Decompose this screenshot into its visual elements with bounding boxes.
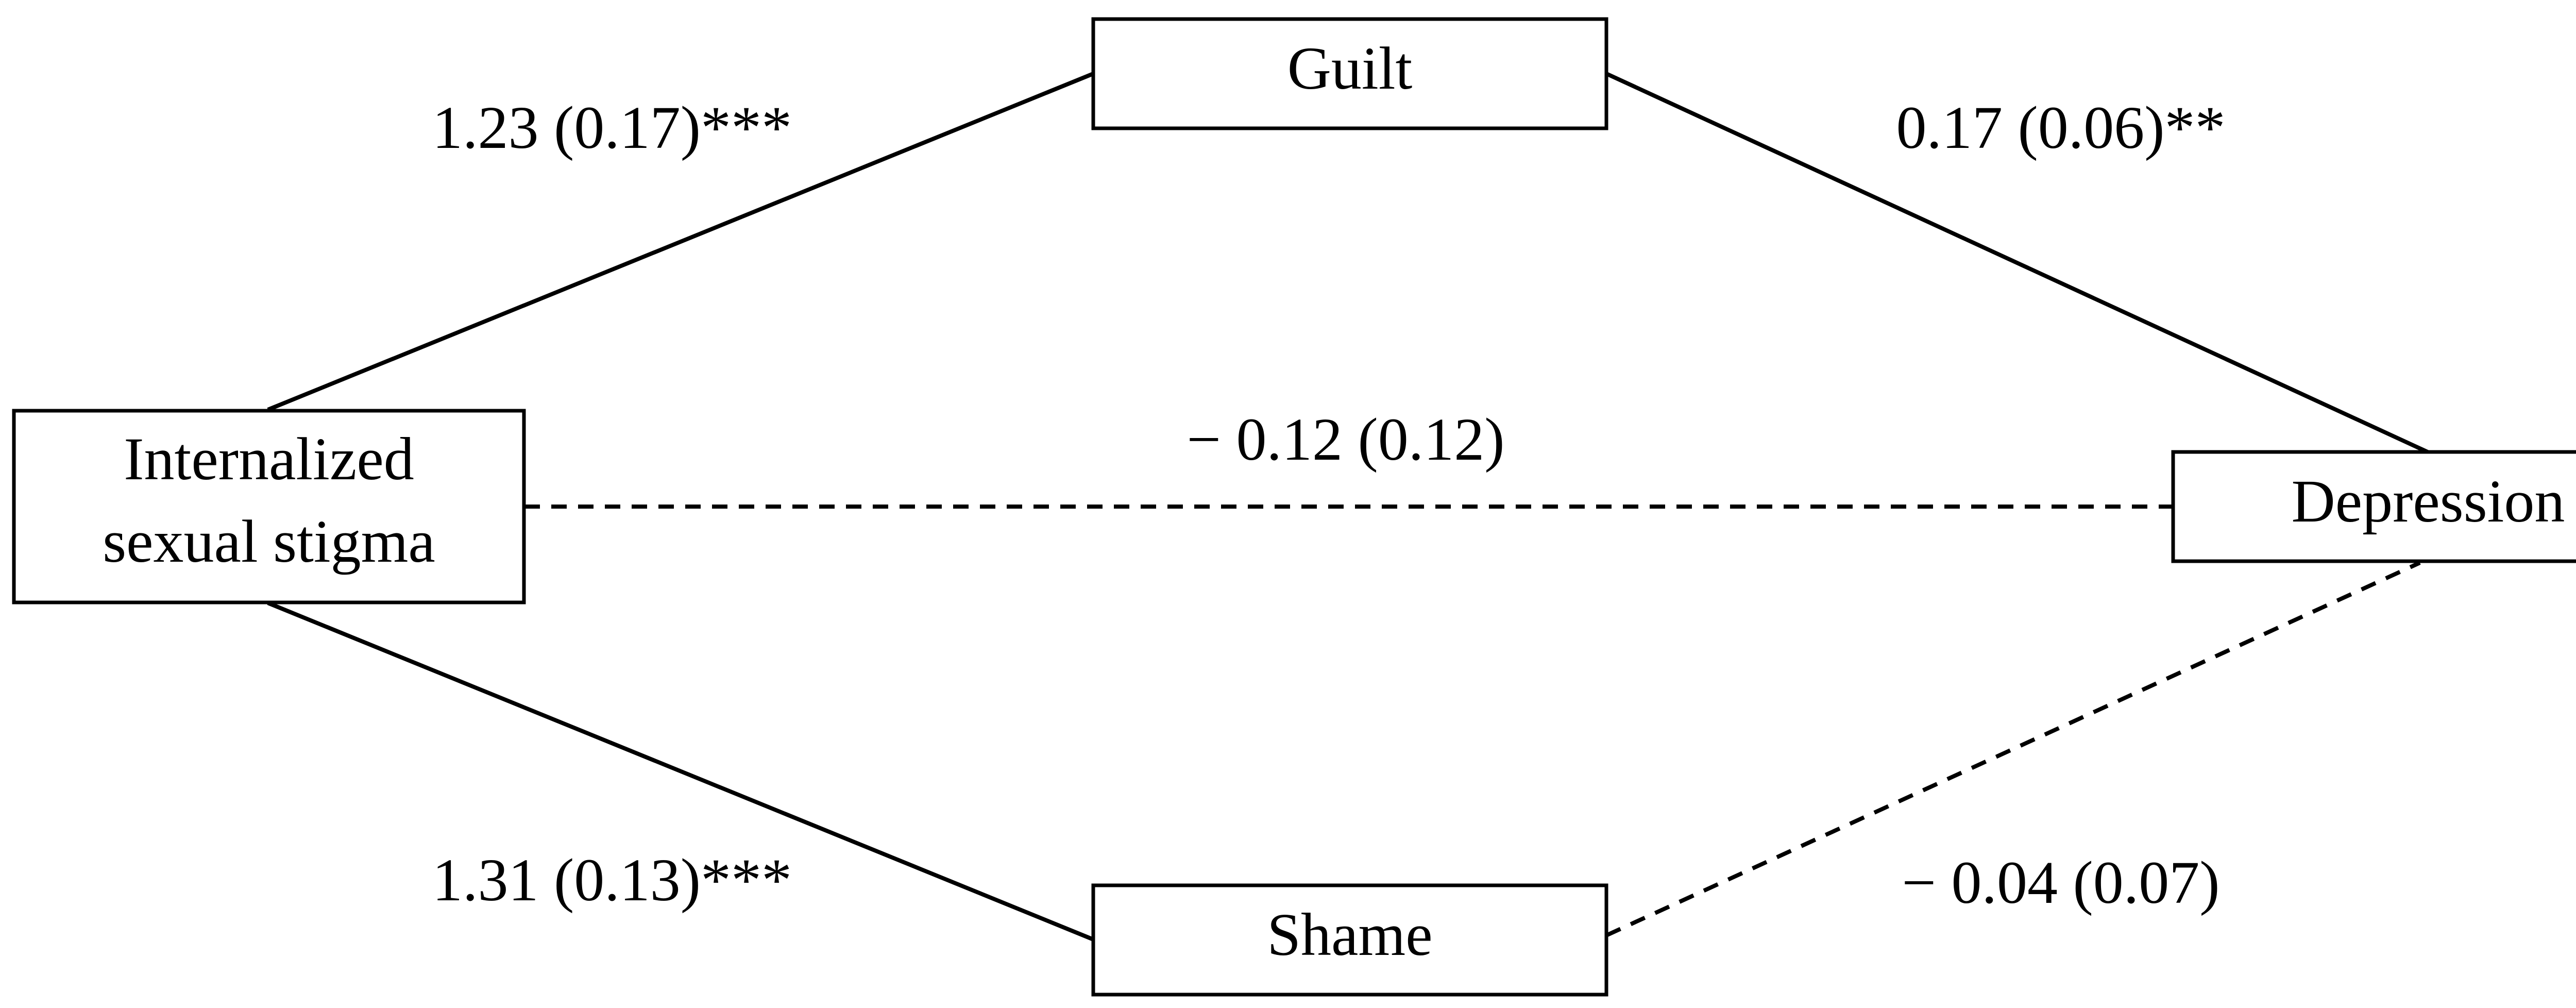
node-internalized-sexual-stigma: Internalized sexual stigma — [12, 409, 526, 604]
node-guilt: Guilt — [1091, 17, 1608, 130]
node-shame: Shame — [1091, 883, 1608, 997]
edge-label-stigma-to-depression: − 0.12 (0.12) — [1187, 406, 1504, 473]
node-stigma-label-line2: sexual stigma — [103, 508, 435, 575]
node-stigma-label-line1: Internalized — [124, 425, 414, 493]
edge-stigma-to-shame — [267, 601, 1094, 942]
node-shame-label: Shame — [1267, 901, 1432, 968]
edge-guilt-to-depression — [1605, 72, 2429, 454]
node-depression-label: Depression — [2292, 467, 2565, 535]
edge-label-stigma-to-guilt: 1.23 (0.17)*** — [432, 94, 792, 161]
edge-shame-to-depression — [1605, 561, 2421, 937]
node-depression: Depression — [2171, 450, 2576, 563]
edge-label-shame-to-depression: − 0.04 (0.07) — [1902, 849, 2219, 916]
edge-label-guilt-to-depression: 0.17 (0.06)** — [1896, 94, 2225, 161]
node-guilt-label: Guilt — [1287, 35, 1413, 102]
edge-label-stigma-to-shame: 1.31 (0.13)*** — [432, 846, 792, 914]
edge-stigma-to-guilt — [267, 72, 1094, 412]
